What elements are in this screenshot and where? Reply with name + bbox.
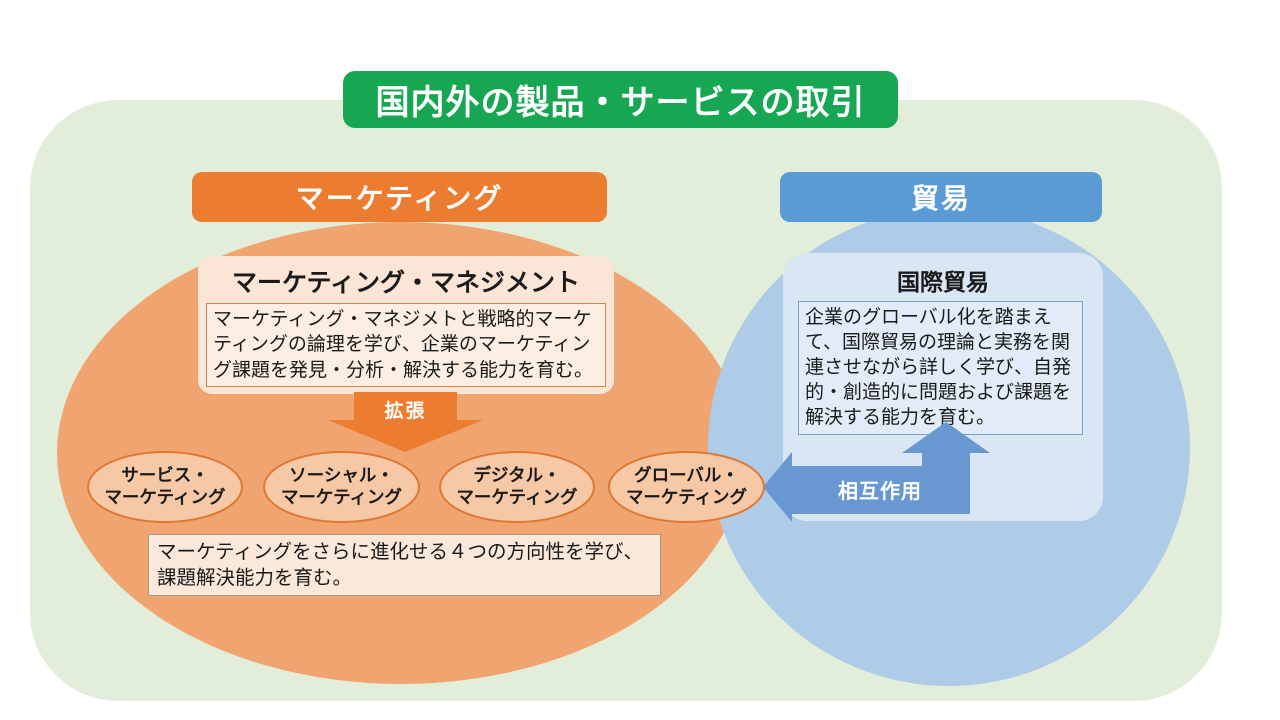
marketing-header: マーケティング bbox=[192, 172, 607, 222]
sub-field-label-line2: マーケティング bbox=[280, 487, 403, 507]
sub-field-ellipse-service: サービス・ マーケティング bbox=[87, 451, 243, 523]
expand-arrow-label: 拡張 bbox=[384, 401, 427, 422]
interaction-arrow bbox=[763, 422, 990, 522]
marketing-management-heading: マーケティング・マネジメント bbox=[231, 269, 580, 297]
sub-field-label-line1: ソーシャル・ bbox=[289, 465, 394, 486]
sub-field-label-line1: グローバル・ bbox=[634, 465, 739, 486]
marketing-management-description: マーケティング・マネジメトと戦略的マーケティングの論理を学び、企業のマーケティン… bbox=[206, 303, 606, 387]
sub-field-label-line2: マーケティング bbox=[456, 487, 578, 507]
sub-field-label-line1: サービス・ bbox=[121, 465, 209, 486]
sub-field-label-line1: デジタル・ bbox=[473, 465, 561, 486]
expand-arrow bbox=[328, 392, 483, 452]
sub-field-label-line2: マーケティング bbox=[625, 487, 748, 507]
four-directions-note: マーケティングをさらに進化せる４つの方向性を学び、課題解決能力を育む。 bbox=[148, 534, 661, 597]
trade-header: 貿易 bbox=[780, 172, 1102, 222]
sub-field-label-line2: マーケティング bbox=[104, 487, 226, 507]
marketing-management-card: マーケティング・マネジメント マーケティング・マネジメトと戦略的マーケティングの… bbox=[198, 256, 614, 394]
international-trade-heading: 国際貿易 bbox=[897, 269, 989, 295]
interaction-arrow-label: 相互作用 bbox=[838, 481, 922, 503]
sub-field-ellipse-digital: デジタル・ マーケティング bbox=[439, 451, 595, 523]
sub-field-ellipse-global: グローバル・ マーケティング bbox=[608, 451, 765, 523]
page-title: 国内外の製品・サービスの取引 bbox=[343, 71, 898, 128]
sub-field-ellipse-social: ソーシャル・ マーケティング bbox=[263, 451, 420, 523]
international-trade-description: 企業のグローバル化を踏まえて、国際貿易の理論と実務を関連させながら詳しく学び、自… bbox=[798, 301, 1083, 436]
